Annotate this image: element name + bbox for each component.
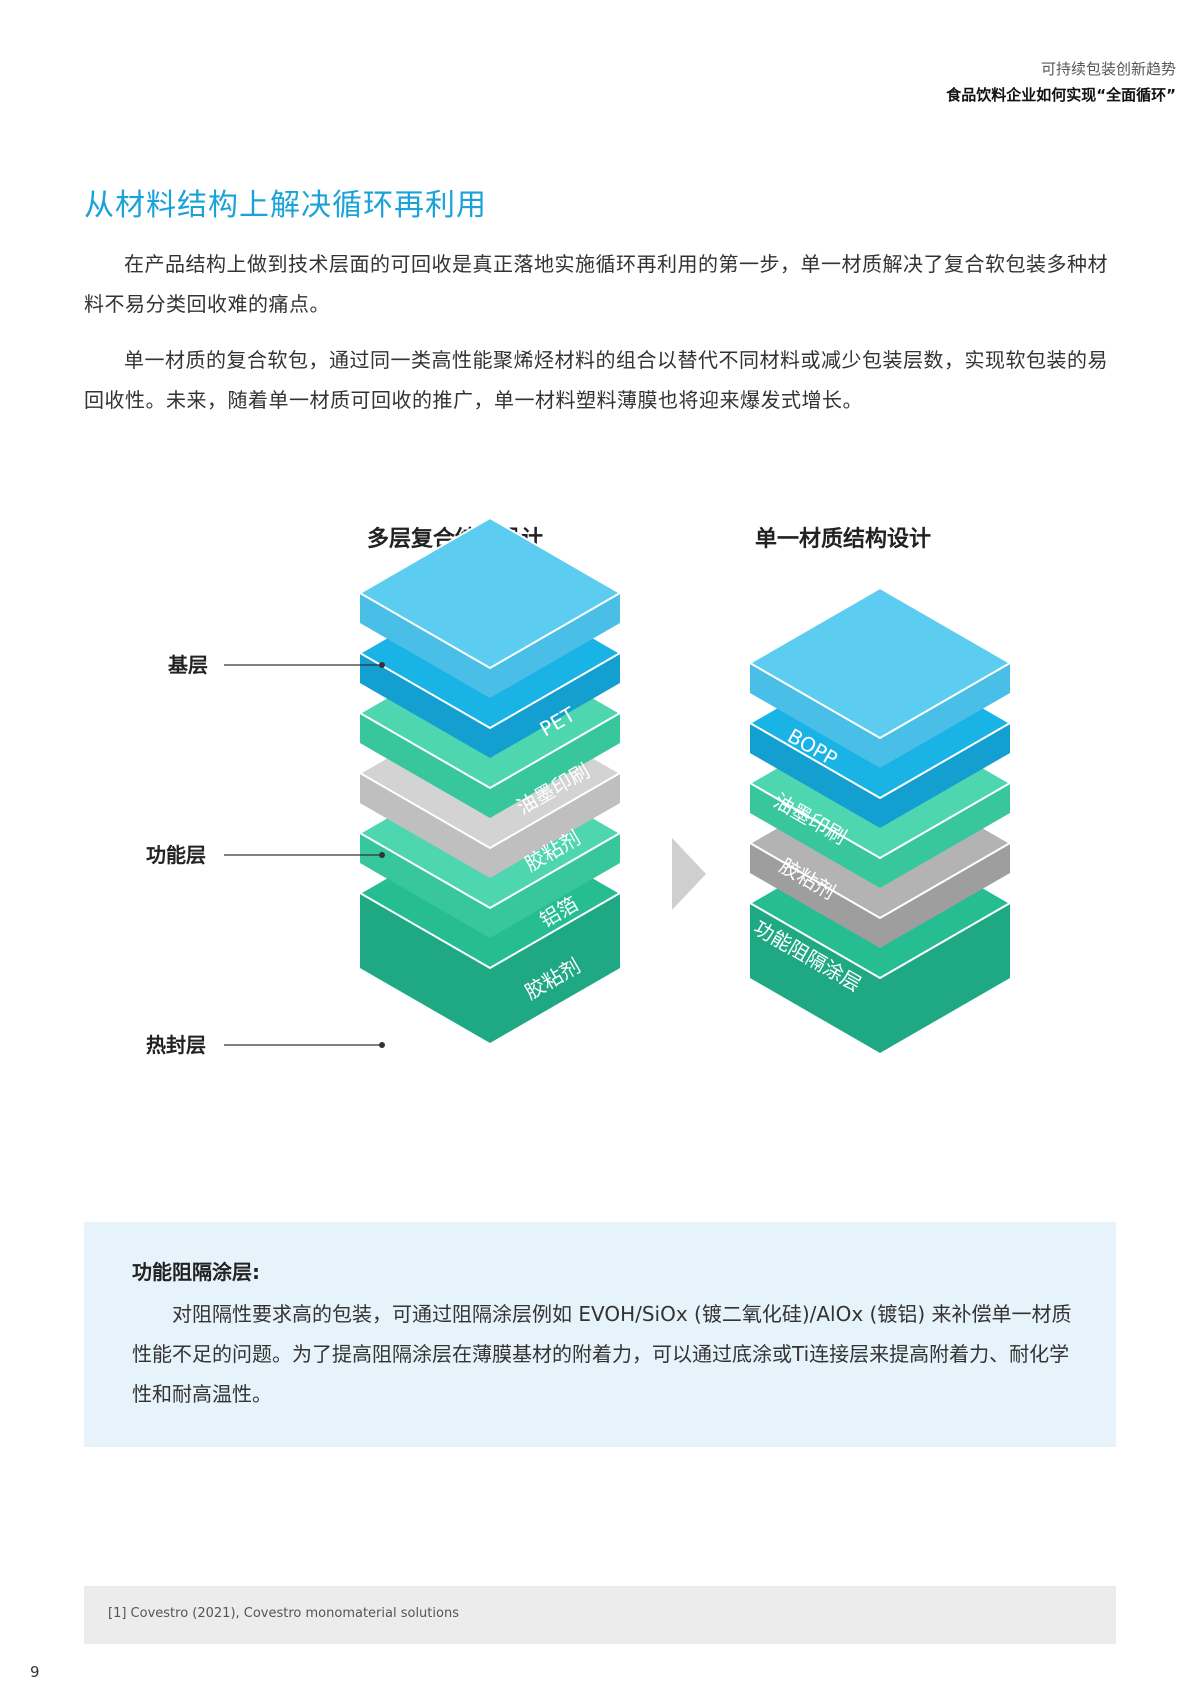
left-layer-foil <box>360 773 620 878</box>
leader-dot-function <box>379 852 385 858</box>
paragraph-2: 单一材质的复合软包，通过同一类高性能聚烯烃材料的组合以替代不同材料或减少包装层数… <box>84 348 1108 412</box>
right-layer-adhesive <box>750 783 1010 888</box>
left-layer-adhesive-1 <box>360 713 620 818</box>
barrier-coating-callout: 功能阻隔涂层: 对阻隔性要求高的包装，可通过阻隔涂层例如 EVOH/SiOx (… <box>84 1222 1116 1447</box>
left-label-base: 基层 <box>168 653 208 677</box>
paragraph-1: 在产品结构上做到技术层面的可回收是真正落地实施循环再利用的第一步，单一材质解决了… <box>84 252 1108 316</box>
left-layer-adhesive-2 <box>360 833 620 938</box>
header-bottom-line: 食品饮料企业如何实现“全面循环” <box>946 86 1176 104</box>
right-layer-label-cpp: CPP <box>788 1029 833 1069</box>
left-layer-ink <box>360 653 620 758</box>
callout-title: 功能阻隔涂层: <box>132 1260 260 1284</box>
layer-structure-diagram: 多层复合结构设计 单一材质结构设计 PE 胶粘剂 铝箔 胶粘剂 油墨印刷 PET… <box>146 516 1013 1074</box>
left-stack: PE 胶粘剂 铝箔 胶粘剂 油墨印刷 PET <box>357 516 623 1074</box>
right-layer-bopp <box>750 663 1010 768</box>
callout-body: 对阻隔性要求高的包装，可通过阻隔涂层例如 EVOH/SiOx (镀二氧化硅)/A… <box>132 1302 1072 1406</box>
left-label-heat-seal: 热封层 <box>146 1033 206 1057</box>
left-layer-label-pe: PE <box>551 1041 584 1074</box>
right-diagram-title: 单一材质结构设计 <box>755 526 931 552</box>
right-stack: CPP 功能阻隔涂层 胶粘剂 油墨印刷 BOPP <box>747 586 1013 1069</box>
footnote-text: [1] Covestro (2021), Covestro monomateri… <box>108 1606 459 1621</box>
left-label-function: 功能层 <box>146 843 206 867</box>
leader-dot-heat-seal <box>379 1042 385 1048</box>
right-layer-ink <box>750 723 1010 828</box>
arrow-right-icon <box>672 838 706 910</box>
footnote-box: [1] Covestro (2021), Covestro monomateri… <box>84 1586 1116 1644</box>
section-title: 从材料结构上解决循环再利用 <box>84 188 487 223</box>
header-top-line: 可持续包装创新趋势 <box>1040 60 1176 78</box>
leader-dot-base <box>379 662 385 668</box>
page-number: 9 <box>30 1663 40 1681</box>
left-layer-pet <box>360 593 620 698</box>
right-layer-barrier-coating <box>750 843 1010 948</box>
